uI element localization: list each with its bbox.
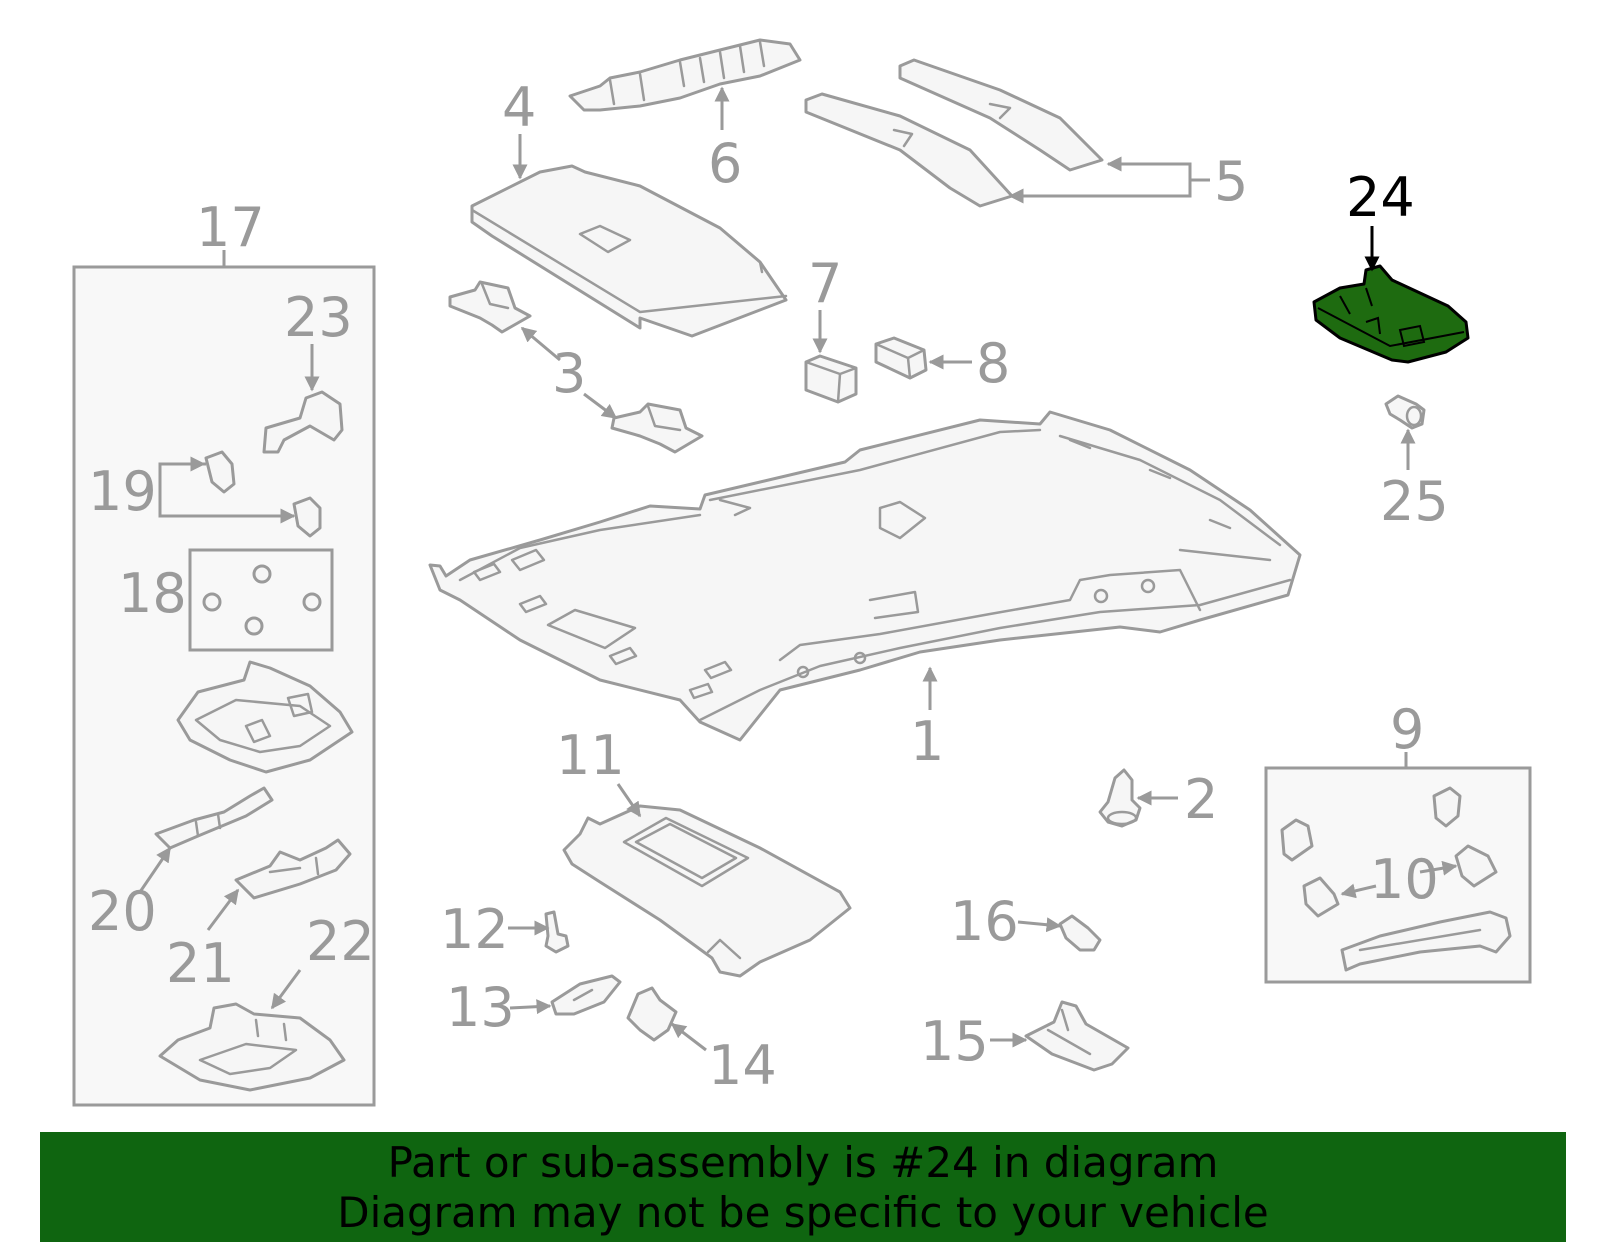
callout-16: 16 — [950, 890, 1019, 953]
callout-18: 18 — [118, 562, 187, 625]
highlighted-part-24[interactable] — [1312, 264, 1470, 364]
callout-15: 15 — [920, 1010, 989, 1073]
callout-9: 9 — [1390, 698, 1424, 761]
clip-part-3 — [448, 280, 704, 454]
block-part-8 — [874, 336, 928, 380]
screw-part-12 — [544, 910, 570, 954]
bulb-part-16 — [1058, 914, 1102, 952]
callout-2: 2 — [1184, 768, 1218, 831]
bulb-part-25 — [1384, 394, 1426, 430]
panel-part-4 — [470, 164, 788, 338]
bracket-part-23 — [262, 390, 344, 454]
strip-part-6 — [568, 38, 802, 112]
callout-1: 1 — [910, 710, 944, 773]
info-banner: Part or sub-assembly is #24 in diagram D… — [40, 1132, 1566, 1242]
callout-25: 25 — [1380, 470, 1449, 533]
clip-set-part-18 — [202, 564, 322, 636]
housing-part-22 — [158, 1002, 346, 1092]
lamp-part-15 — [1024, 1000, 1130, 1072]
callout-20: 20 — [88, 880, 157, 943]
callout-5: 5 — [1214, 150, 1248, 213]
callout-3: 3 — [552, 342, 586, 405]
callout-7: 7 — [808, 252, 842, 315]
clip-part-10 — [1280, 786, 1498, 918]
callout-17: 17 — [196, 196, 265, 259]
callout-13: 13 — [446, 976, 515, 1039]
callout-6: 6 — [708, 132, 742, 195]
trim-part-21 — [234, 838, 352, 900]
console-assembly — [176, 660, 354, 774]
block-part-7 — [804, 354, 858, 404]
callout-24: 24 — [1346, 166, 1415, 229]
clip-part-14 — [626, 986, 678, 1042]
callout-8: 8 — [976, 332, 1010, 395]
trim-part-20 — [154, 786, 274, 850]
headliner-part-1 — [428, 410, 1302, 742]
callout-14: 14 — [708, 1034, 777, 1097]
callout-12: 12 — [440, 898, 509, 961]
banner-line-2: Diagram may not be specific to your vehi… — [337, 1188, 1269, 1237]
clip-part-19 — [204, 450, 322, 538]
cover-part-13 — [550, 974, 622, 1016]
rail-part-5 — [804, 58, 1104, 208]
callout-4: 4 — [502, 76, 536, 139]
callout-22: 22 — [306, 910, 375, 973]
clip-part-2 — [1098, 768, 1142, 828]
callout-11: 11 — [556, 724, 625, 787]
callout-19: 19 — [88, 460, 157, 523]
callout-10: 10 — [1370, 848, 1439, 911]
grab-handle — [1340, 910, 1512, 972]
callout-21: 21 — [166, 932, 235, 995]
sun-visor-part-11 — [562, 804, 852, 978]
banner-line-1: Part or sub-assembly is #24 in diagram — [387, 1138, 1219, 1187]
callout-23: 23 — [284, 286, 353, 349]
